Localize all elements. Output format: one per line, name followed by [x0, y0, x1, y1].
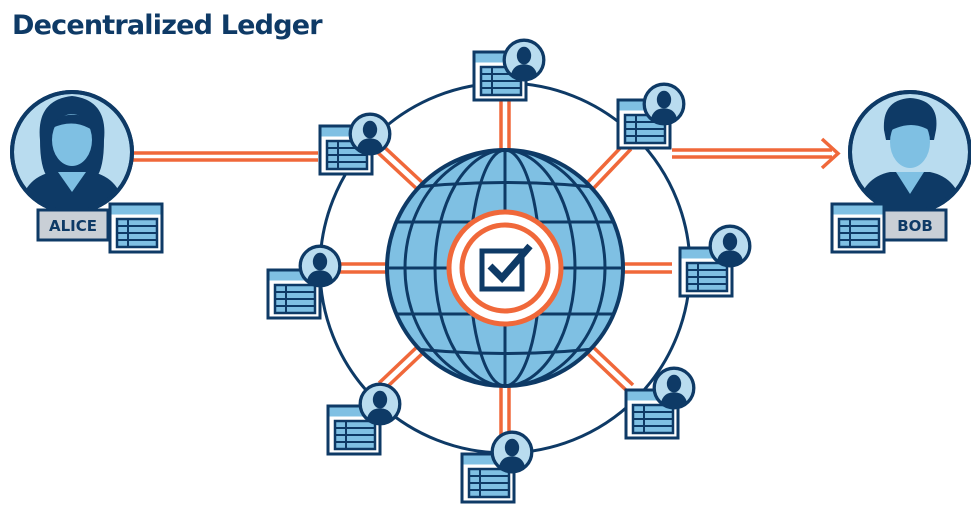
alice-label-box	[36, 208, 110, 242]
node-right	[678, 224, 752, 298]
arrow-right-icon	[820, 137, 841, 170]
transaction-path	[130, 137, 841, 170]
bob-ledger-icon	[830, 202, 886, 254]
checkbox-check-icon	[446, 209, 564, 327]
page-title: Decentralized Ledger	[12, 10, 323, 41]
bob-user: BOB	[830, 90, 971, 254]
alice-ledger-icon	[108, 202, 164, 254]
node-left	[266, 244, 342, 320]
alice-avatar	[10, 90, 134, 214]
node-top	[472, 38, 546, 102]
alice-user: ALICE	[10, 90, 164, 254]
alice-label: ALICE	[49, 217, 97, 235]
bob-label: BOB	[897, 217, 933, 235]
node-bottom-right	[624, 366, 696, 440]
bob-avatar	[848, 90, 971, 214]
network-spokes	[340, 100, 672, 444]
node-bottom-left	[326, 382, 402, 456]
node-top-left	[318, 112, 392, 176]
node-bottom	[460, 430, 534, 504]
bob-label-box	[882, 208, 948, 242]
node-top-right	[616, 82, 686, 150]
